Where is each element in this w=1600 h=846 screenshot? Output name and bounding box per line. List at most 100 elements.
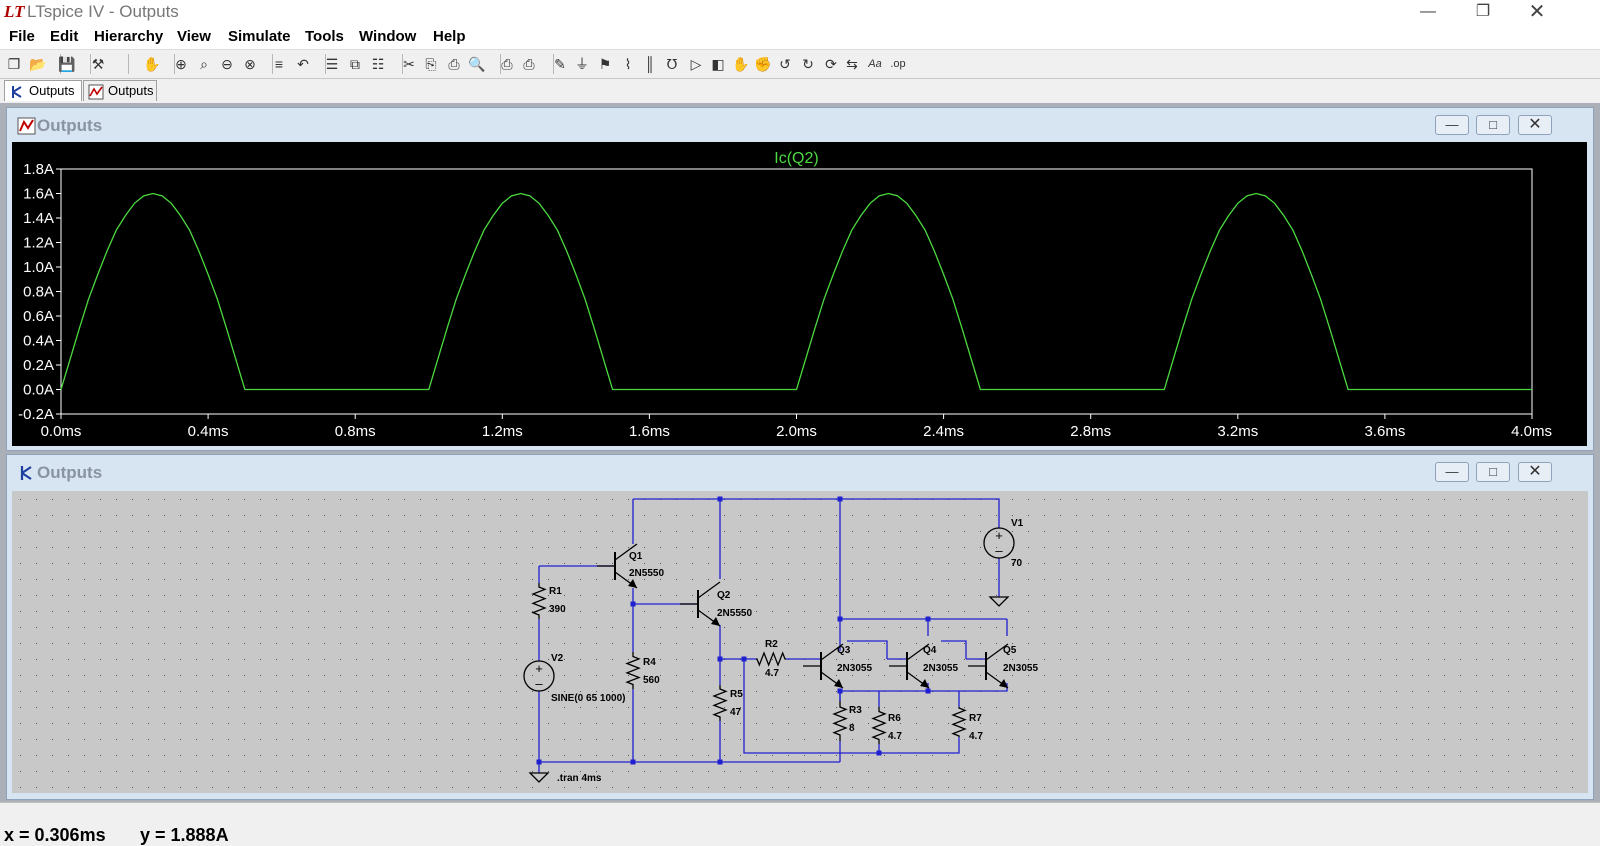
y-tick-label: 0.8A xyxy=(23,284,54,301)
trace-label[interactable]: Ic(Q2) xyxy=(774,150,818,167)
zoom-cancel-icon[interactable]: ⊗ xyxy=(244,56,256,72)
label-q3-value: 2N3055 xyxy=(837,663,872,674)
menu-edit[interactable]: Edit xyxy=(50,28,79,45)
drag-icon[interactable]: ✊ xyxy=(754,56,772,72)
label-v1-value: 70 xyxy=(1011,558,1023,569)
svg-text:+: + xyxy=(995,528,1003,543)
voltage-source-v2[interactable]: +– xyxy=(523,660,555,692)
redo-icon[interactable]: ↻ xyxy=(802,56,814,72)
tab-schematic-outputs[interactable]: Outputs xyxy=(4,80,82,101)
capacitor-icon[interactable]: ║ xyxy=(645,56,655,72)
inductor-icon[interactable]: ℧ xyxy=(666,56,678,72)
waveform-minimize-button[interactable]: — xyxy=(1435,115,1469,135)
waveform-window-title: Outputs xyxy=(37,116,103,135)
transistor-q1[interactable] xyxy=(597,543,638,589)
junction-dot xyxy=(536,759,542,765)
tile-vertical-icon[interactable]: ☷ xyxy=(371,56,385,72)
menu-tools[interactable]: Tools xyxy=(305,28,344,45)
minimize-button[interactable]: — xyxy=(1420,3,1436,20)
diode-icon[interactable]: ▷ xyxy=(690,56,702,72)
menu-window[interactable]: Window xyxy=(359,28,417,45)
resistor-r1[interactable] xyxy=(531,583,547,619)
pan-icon[interactable]: ✋ xyxy=(143,56,161,72)
draw-wire-icon[interactable]: ✎ xyxy=(554,56,566,72)
zoom-back-icon[interactable]: ↶ xyxy=(297,56,309,72)
y-tick-label: 0.0A xyxy=(23,382,54,399)
menu-hierarchy[interactable]: Hierarchy xyxy=(94,28,164,45)
cut-icon[interactable]: ✂ xyxy=(403,56,415,72)
undo-icon[interactable]: ↺ xyxy=(779,56,791,72)
move-icon[interactable]: ✋ xyxy=(732,56,750,72)
waveform-plot[interactable]: 1.8A1.6A1.4A1.2A1.0A0.8A0.6A0.4A0.2A0.0A… xyxy=(12,142,1587,446)
x-tick-label: 0.8ms xyxy=(335,423,376,440)
text-icon[interactable]: Aa xyxy=(868,58,882,70)
resistor-r2[interactable] xyxy=(756,651,786,667)
zoom-area-icon[interactable]: ⌕ xyxy=(200,56,208,72)
transistor-q4[interactable] xyxy=(889,643,930,689)
waveform-maximize-button[interactable]: □ xyxy=(1476,115,1510,135)
ground-symbol xyxy=(988,596,1010,607)
svg-text:–: – xyxy=(535,676,543,691)
toolbar-separator xyxy=(325,54,326,74)
print-icon[interactable]: ⎙ xyxy=(523,56,535,72)
series-line-icq2[interactable] xyxy=(60,192,1532,391)
copy-icon[interactable]: ⎘ xyxy=(425,56,437,72)
new-schematic-icon[interactable]: ❐ xyxy=(7,56,21,72)
zoom-in-icon[interactable]: ⊕ xyxy=(175,56,187,72)
label-r4-ref: R4 xyxy=(643,657,656,668)
menu-simulate[interactable]: Simulate xyxy=(228,28,291,45)
label-r7-value: 4.7 xyxy=(969,731,983,742)
voltage-source-v1[interactable]: +– xyxy=(983,527,1015,559)
restore-button[interactable]: ❐ xyxy=(1475,3,1491,20)
rotate-icon[interactable]: ⟳ xyxy=(825,56,837,72)
paste-icon[interactable]: ⎙ xyxy=(448,56,460,72)
toolbar-separator xyxy=(553,54,554,74)
resistor-r4[interactable] xyxy=(625,652,641,689)
zoom-out-icon[interactable]: ⊖ xyxy=(221,56,233,72)
close-button[interactable]: ✕ xyxy=(1528,1,1546,23)
tab-waveform-outputs[interactable]: Outputs xyxy=(83,80,157,101)
resistor-r3[interactable] xyxy=(832,701,848,741)
x-tick-label: 3.2ms xyxy=(1217,423,1258,440)
tile-horizontal-icon[interactable]: ☰ xyxy=(325,56,339,72)
label-r2-value: 4.7 xyxy=(765,668,779,679)
junction-dot xyxy=(925,688,931,694)
control-panel-icon[interactable]: ⚒ xyxy=(91,56,105,72)
x-tick-label: 0.0ms xyxy=(41,423,82,440)
save-icon[interactable]: 💾 xyxy=(58,56,76,72)
junction-dot xyxy=(717,496,723,502)
cascade-icon[interactable]: ⧉ xyxy=(350,56,360,72)
resistor-icon[interactable]: ⌇ xyxy=(624,56,632,72)
schematic-minimize-button[interactable]: — xyxy=(1435,462,1469,482)
transistor-q3[interactable] xyxy=(803,643,844,689)
schematic-icon xyxy=(12,86,22,98)
y-tick-label: 1.8A xyxy=(23,161,54,178)
ltspice-logo-icon: LT xyxy=(4,2,25,21)
menu-help[interactable]: Help xyxy=(433,28,466,45)
spice-directive-icon[interactable]: .op xyxy=(890,58,906,70)
menu-view[interactable]: View xyxy=(177,28,211,45)
mirror-icon[interactable]: ⇆ xyxy=(846,56,858,72)
resistor-r6[interactable] xyxy=(871,707,887,744)
schematic-maximize-button[interactable]: □ xyxy=(1476,462,1510,482)
resistor-r7[interactable] xyxy=(951,707,967,737)
transistor-q2[interactable] xyxy=(680,581,721,627)
label-r5-ref: R5 xyxy=(730,689,743,700)
label-net-icon[interactable]: ⚑ xyxy=(598,56,612,72)
waveform-close-button[interactable]: ✕ xyxy=(1518,115,1552,135)
x-tick-label: 4.0ms xyxy=(1511,423,1552,440)
transistor-q5[interactable] xyxy=(968,643,1009,689)
ground-icon[interactable]: ⏚ xyxy=(575,56,589,72)
schematic-close-button[interactable]: ✕ xyxy=(1518,462,1552,482)
resistor-r5[interactable] xyxy=(712,685,728,721)
open-icon[interactable]: 📂 xyxy=(29,56,47,72)
autorange-icon[interactable]: ≡ xyxy=(274,56,284,72)
waveform-window-icon xyxy=(17,117,36,135)
component-icon[interactable]: ◧ xyxy=(711,56,725,72)
print-setup-icon[interactable]: ⎙ xyxy=(501,56,513,72)
menu-file[interactable]: File xyxy=(9,28,35,45)
find-icon[interactable]: 🔍 xyxy=(468,56,486,72)
